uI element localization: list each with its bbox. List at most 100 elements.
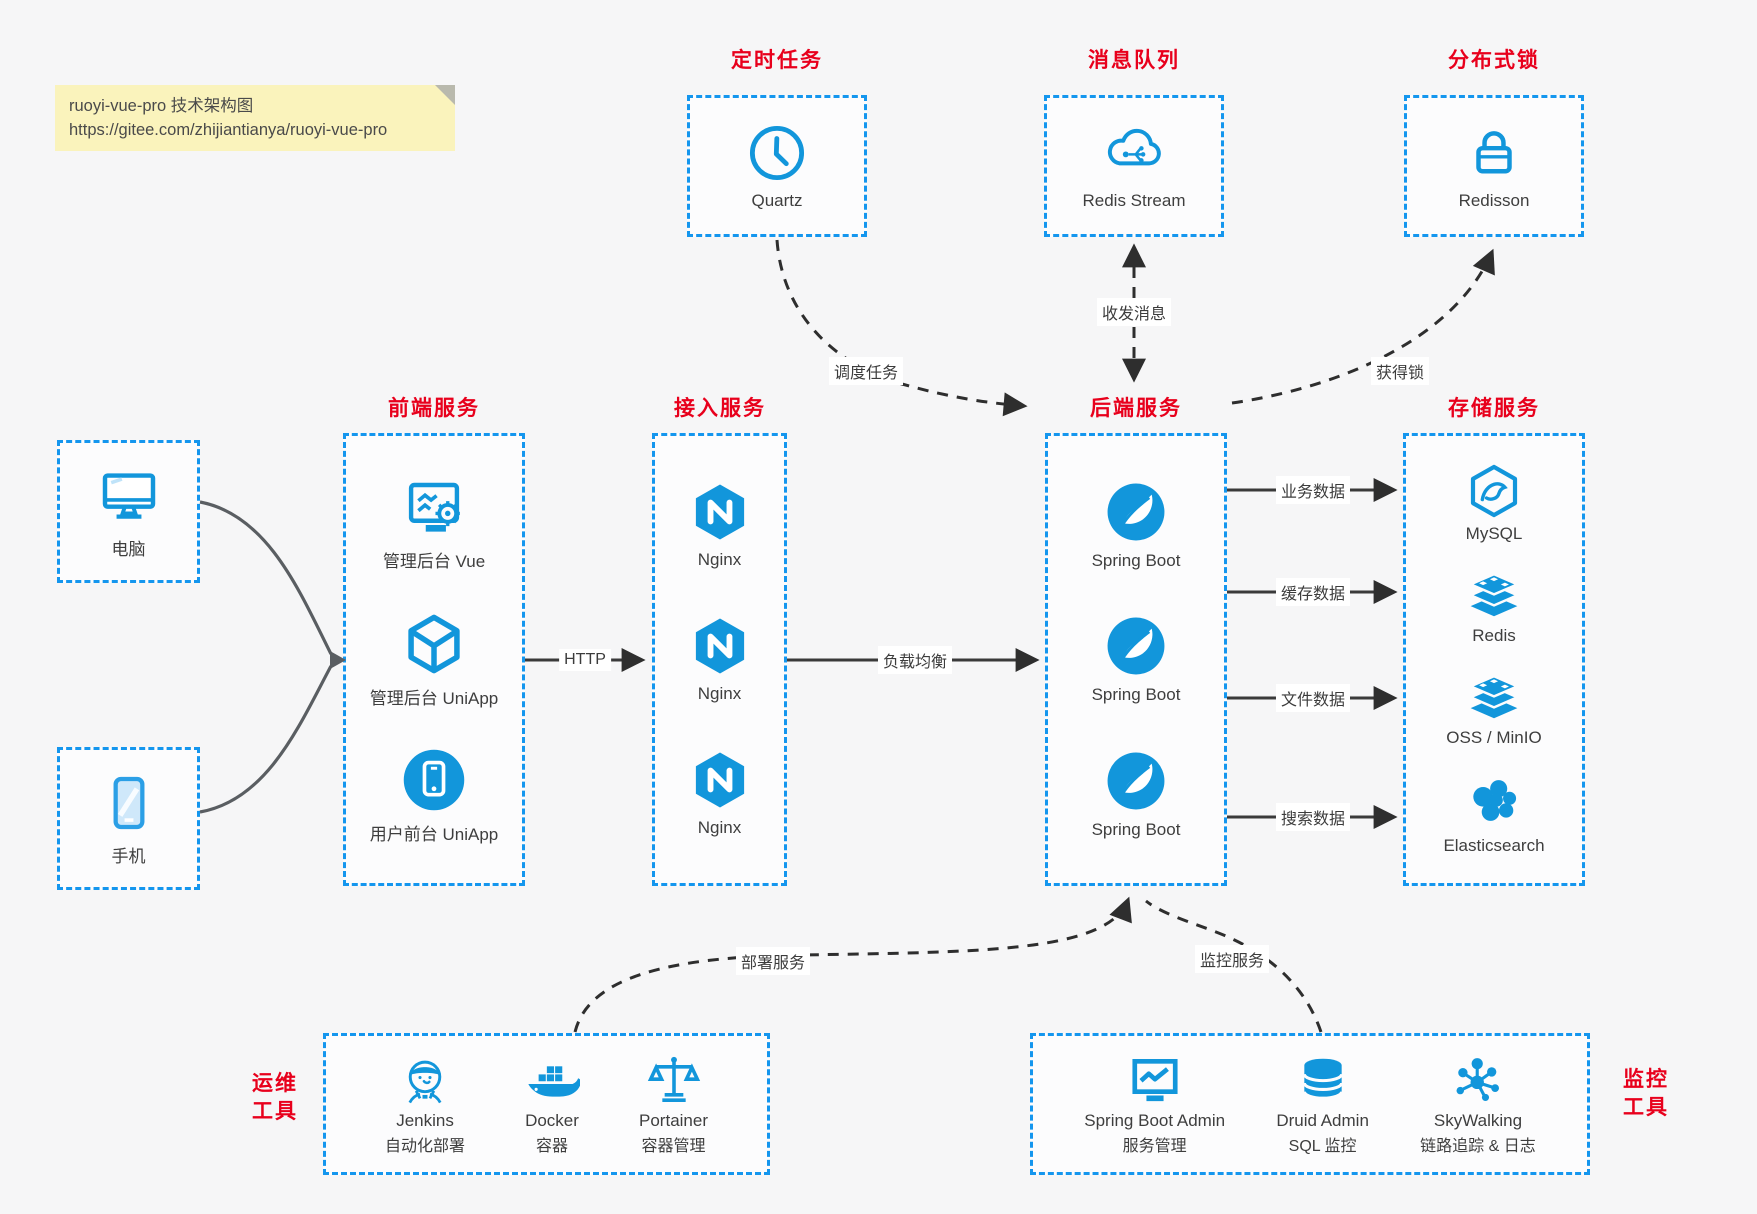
storage-item-redis: Redis	[1406, 571, 1582, 646]
frontend-box: 管理后台 Vue 管理后台 UniApp 用户前台 UniApp	[343, 433, 525, 886]
elasticsearch-icon	[1473, 780, 1517, 821]
monitor-item-skywalking: SkyWalking 链路追踪 & 日志	[1420, 1052, 1536, 1156]
quartz-box: Quartz	[687, 95, 867, 237]
deploy-arrow	[573, 896, 1132, 1033]
acquire-lock-arrow	[1231, 248, 1495, 405]
jenkins-icon	[408, 1060, 442, 1104]
item-label: Nginx	[697, 818, 742, 837]
cloud-mq-icon	[1107, 128, 1161, 165]
mobile-client-item: 手机	[97, 771, 161, 867]
mysql-icon	[1470, 464, 1518, 518]
item-sub: 自动化部署	[385, 1138, 466, 1155]
edge-label-schedule: 调度任务	[828, 357, 904, 385]
item-label: 管理后台 UniApp	[369, 688, 499, 708]
item-label: Elasticsearch	[1443, 836, 1545, 855]
group-title-frontend: 前端服务	[388, 397, 480, 420]
storage-box: MySQL Redis	[1403, 433, 1585, 886]
client-to-frontend-arrow	[199, 500, 346, 814]
group-title-scheduled: 定时任务	[731, 49, 823, 72]
note-title: ruoyi-vue-pro 技术架构图	[69, 97, 254, 115]
pc-client-item: 电脑	[97, 464, 161, 560]
frontend-item-uniapp-user: 用户前台 UniApp	[346, 747, 522, 845]
druid-db-icon	[1302, 1058, 1343, 1100]
item-name: Portainer	[639, 1111, 708, 1130]
backend-box: Spring Boot Spring Boot Spring Boot	[1045, 433, 1227, 886]
note-url: https://gitee.com/zhijiantianya/ruoyi-vu…	[69, 121, 388, 139]
item-label: Redis	[1472, 626, 1516, 645]
portainer-icon	[647, 1056, 700, 1103]
group-title-lock: 分布式锁	[1448, 49, 1540, 72]
storage-item-oss: OSS / MinIO	[1406, 673, 1582, 748]
edge-label-file-data: 文件数据	[1275, 684, 1351, 712]
item-sub: 容器	[536, 1138, 569, 1155]
sba-monitor-icon	[1132, 1059, 1178, 1102]
user-app-icon	[403, 749, 465, 810]
ops-item-portainer: Portainer 容器管理	[639, 1052, 708, 1156]
mobile-client-box: 手机	[57, 747, 200, 890]
group-title-storage: 存储服务	[1448, 397, 1540, 420]
edge-label-lock: 获得锁	[1370, 357, 1430, 385]
item-label: Spring Boot	[1091, 550, 1181, 570]
admin-vue-icon	[408, 483, 460, 532]
nginx-icon	[695, 618, 744, 674]
storage-item-elasticsearch: Elasticsearch	[1406, 775, 1582, 856]
item-label: Nginx	[697, 684, 742, 703]
frontend-item-uniapp-admin: 管理后台 UniApp	[346, 611, 522, 709]
backend-item-spring-3: Spring Boot	[1048, 749, 1224, 840]
item-label: 用户前台 UniApp	[369, 824, 499, 844]
item-label: Redis Stream	[1082, 190, 1186, 210]
oss-icon	[1467, 674, 1521, 719]
item-sub: 容器管理	[641, 1138, 706, 1155]
item-label: Quartz	[751, 190, 803, 210]
quartz-item: Quartz	[746, 122, 808, 211]
lock-icon	[1476, 130, 1512, 173]
storage-item-mysql: MySQL	[1406, 463, 1582, 544]
item-label: 管理后台 Vue	[382, 552, 486, 572]
spring-boot-icon	[1107, 483, 1165, 540]
ops-item-docker: Docker 容器	[524, 1052, 581, 1156]
item-label: 手机	[111, 846, 146, 866]
item-label: Spring Boot	[1091, 819, 1181, 839]
item-label: MySQL	[1465, 524, 1523, 543]
edge-label-message: 收发消息	[1096, 298, 1172, 326]
edge-label-search-data: 搜索数据	[1275, 803, 1351, 831]
phone-icon	[113, 776, 144, 829]
backend-item-spring-2: Spring Boot	[1048, 614, 1224, 705]
gateway-item-nginx-3: Nginx	[655, 749, 784, 838]
docker-icon	[528, 1066, 581, 1097]
item-label: OSS / MinIO	[1446, 728, 1542, 747]
redis-stream-item: Redis Stream	[1082, 122, 1186, 211]
item-label: 电脑	[111, 539, 146, 559]
nginx-icon	[695, 484, 744, 540]
redis-icon	[1467, 572, 1521, 617]
ops-item-jenkins: Jenkins 自动化部署	[385, 1052, 465, 1156]
item-label: Spring Boot	[1091, 685, 1181, 704]
gateway-item-nginx-1: Nginx	[655, 481, 784, 570]
group-title-gateway: 接入服务	[674, 397, 766, 420]
group-title-mq: 消息队列	[1088, 49, 1180, 72]
item-name: Spring Boot Admin	[1084, 1111, 1226, 1130]
backend-item-spring-1: Spring Boot	[1048, 480, 1224, 571]
uniapp-cube-icon	[408, 614, 460, 673]
skywalking-icon	[1456, 1058, 1499, 1101]
note-fold-corner	[435, 85, 455, 105]
item-label: Nginx	[697, 550, 742, 569]
computer-icon	[102, 472, 155, 519]
monitor-tools-label: 监控 工具	[1623, 1068, 1669, 1119]
redisson-box: Redisson	[1404, 95, 1584, 237]
monitor-tools-box: Spring Boot Admin 服务管理 Druid Admin SQL 监…	[1030, 1033, 1590, 1175]
ops-tools-label: 运维 工具	[252, 1072, 298, 1123]
item-label: Redisson	[1458, 190, 1530, 210]
edge-label-http: HTTP	[559, 649, 611, 671]
edge-label-biz-data: 业务数据	[1275, 476, 1351, 504]
spring-boot-icon	[1107, 617, 1165, 675]
edge-label-deploy: 部署服务	[735, 947, 811, 975]
gateway-item-nginx-2: Nginx	[655, 615, 784, 704]
item-name: SkyWalking	[1433, 1111, 1523, 1130]
clock-icon	[749, 125, 805, 180]
item-name: Druid Admin	[1276, 1111, 1369, 1130]
nginx-icon	[695, 752, 744, 808]
edge-label-load-balance: 负载均衡	[877, 646, 953, 674]
item-sub: 链路追踪 & 日志	[1420, 1138, 1536, 1155]
sticky-note: ruoyi-vue-pro 技术架构图 https://gitee.com/zh…	[55, 85, 455, 151]
